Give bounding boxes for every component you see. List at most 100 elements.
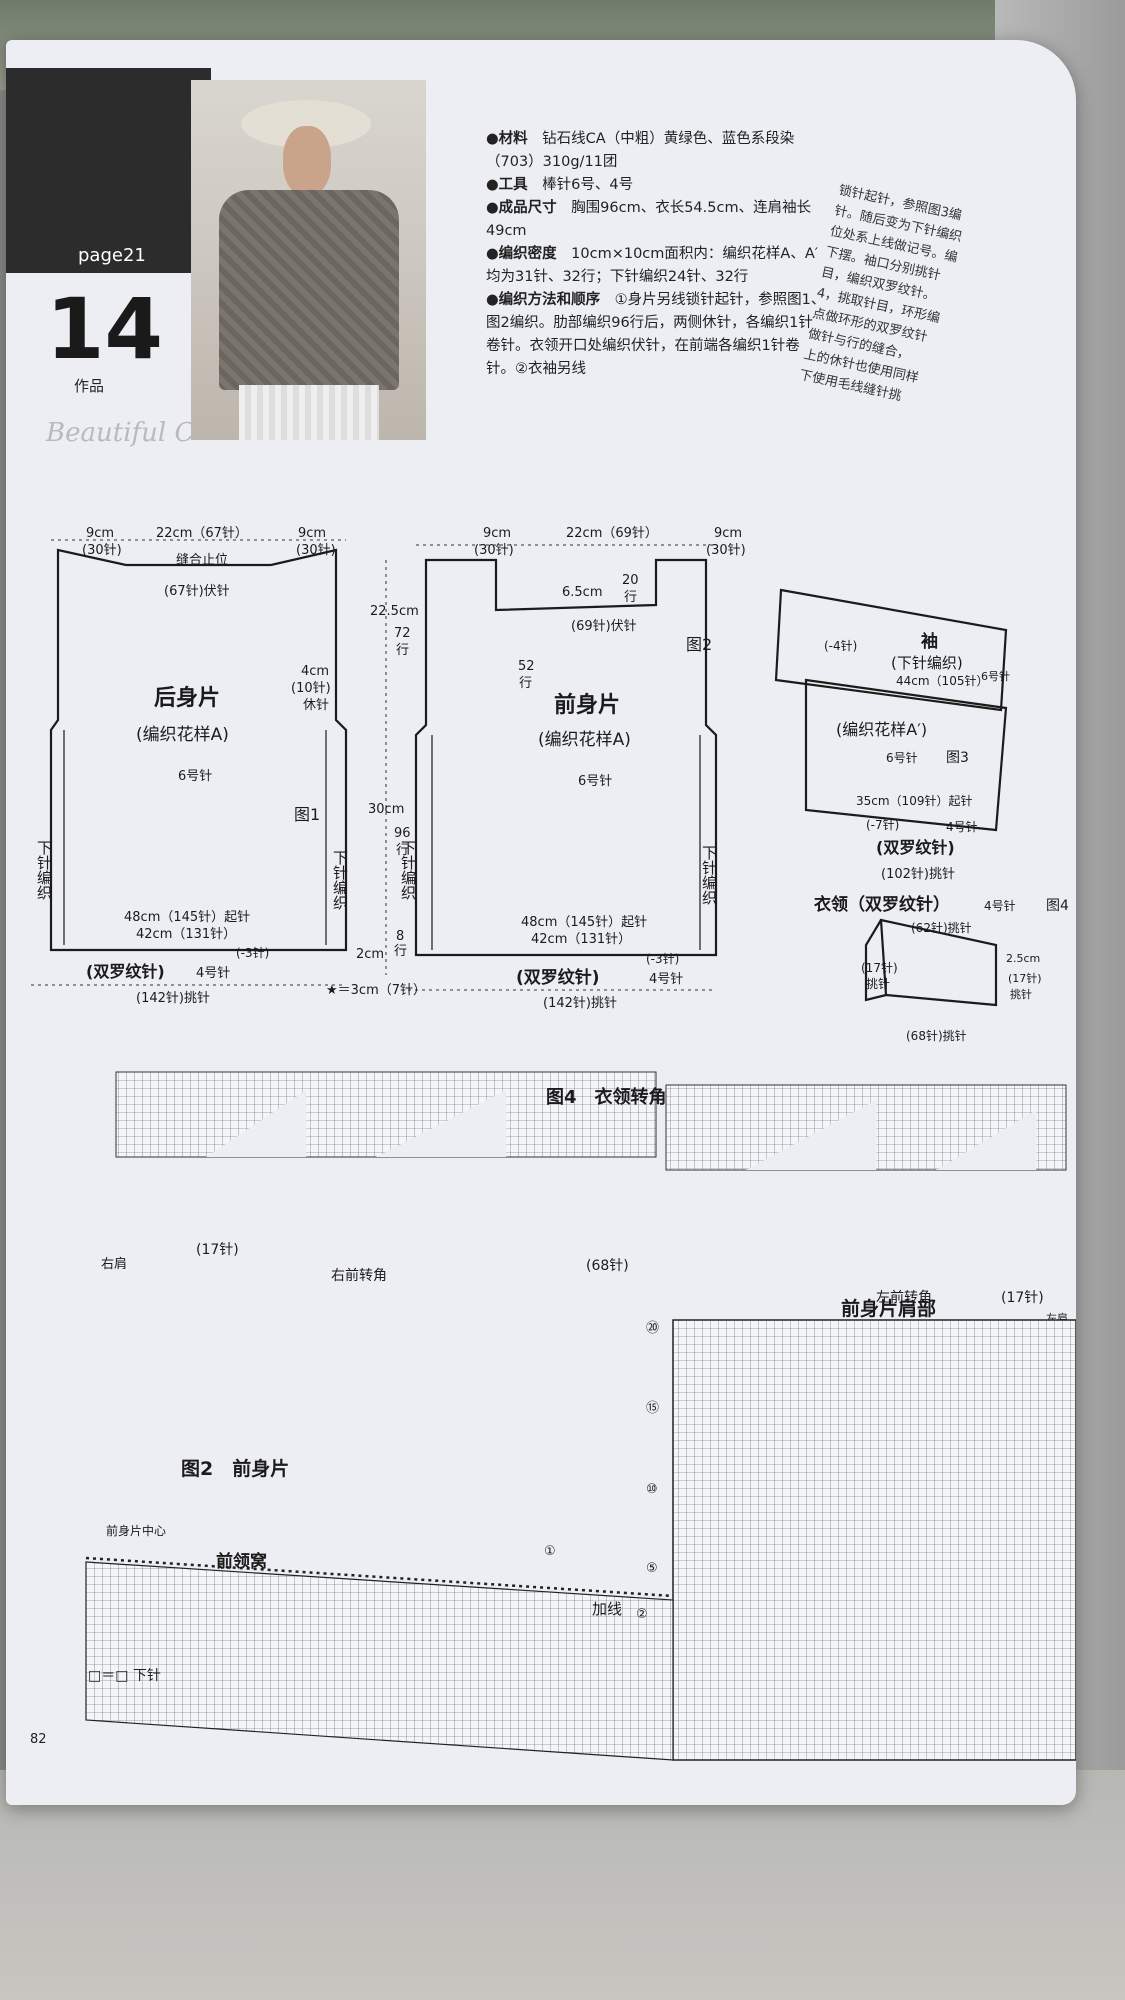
sleeve-top-band bbox=[774, 588, 1008, 712]
legend: □＝□ 下针 bbox=[88, 1668, 161, 1684]
sleeve-pick: (102针)挑针 bbox=[881, 867, 955, 882]
mid-h3: 2cm bbox=[356, 947, 384, 962]
front-neck-grid bbox=[85, 1561, 674, 1761]
front-title: 前身片 bbox=[554, 692, 620, 718]
corner-notch bbox=[746, 1100, 876, 1170]
collar-top: (62针)挑针 bbox=[911, 920, 972, 935]
front-neck-rows: 20 bbox=[622, 573, 639, 588]
front-dim-left: 9cm bbox=[483, 526, 511, 541]
method-label: ●编织方法和顺序 bbox=[486, 292, 601, 308]
row-marker-20: ⑳ bbox=[646, 1321, 659, 1336]
back-title: 后身片 bbox=[154, 685, 220, 711]
front-chart-title: 图2 前身片 bbox=[181, 1457, 289, 1480]
sleeve-row-needle: 6号针 bbox=[981, 669, 1010, 683]
model-photo bbox=[191, 80, 426, 440]
materials-label: ●材料 bbox=[486, 131, 528, 147]
back-bindoff: (67针)伏针 bbox=[164, 584, 230, 599]
sleeve-dec: (-4针) bbox=[824, 638, 857, 653]
corner-st17b: (17针) bbox=[1001, 1290, 1044, 1306]
front-dim-mid: 22cm（69针） bbox=[566, 526, 658, 541]
schematics-svg: 9cm (30针) 22cm（67针） 9cm (30针) 缝合止位 (67针)… bbox=[31, 526, 1076, 1761]
mid-r1: 72 bbox=[394, 626, 411, 641]
back-row42: 42cm（131针） bbox=[136, 927, 236, 942]
front-rows52: 52 bbox=[518, 659, 535, 674]
mid-r2: 96 bbox=[394, 826, 411, 841]
back-rib-lines bbox=[63, 730, 327, 945]
sleeve-w44: 44cm（105针） bbox=[896, 673, 988, 688]
back-dim-left: 9cm bbox=[86, 526, 114, 541]
tools-label: ●工具 bbox=[486, 177, 528, 193]
sleeve-needle4: 4号针 bbox=[946, 819, 978, 834]
front-neck-row-word: 行 bbox=[624, 590, 637, 605]
sleeve-body bbox=[804, 678, 1008, 832]
front-needle: 6号针 bbox=[578, 774, 612, 789]
back-fig: 图1 bbox=[294, 805, 320, 824]
corner-notch bbox=[376, 1090, 506, 1157]
background-blanket bbox=[0, 1770, 1125, 2000]
back-rib-needle: 4号针 bbox=[196, 966, 230, 981]
tools-text: 棒针6号、4号 bbox=[542, 177, 634, 193]
mid-star-note: ★＝3cm（7针） bbox=[326, 983, 426, 998]
corner-chart bbox=[115, 1071, 1067, 1171]
row-marker-2: ② bbox=[636, 1607, 648, 1622]
size-text: 胸围96cm、衣长54.5cm、连肩袖长49cm bbox=[486, 200, 812, 239]
model-head bbox=[283, 126, 331, 196]
front-neck-depth: 6.5cm bbox=[562, 585, 603, 600]
materials-text: 钻石线CA（中粗）黄绿色、蓝色系段染（703）310g/11团 bbox=[486, 131, 795, 170]
page-label: page21 bbox=[78, 245, 146, 266]
front-row42: 42cm（131针） bbox=[531, 932, 631, 947]
front-st-left: (30针) bbox=[474, 543, 514, 558]
front-piece-outline bbox=[414, 558, 718, 957]
header-dark-block bbox=[6, 68, 211, 273]
sleeve-dec7: (-7针) bbox=[866, 817, 899, 832]
mid-r3w: 行 bbox=[394, 944, 407, 959]
collar-title: 衣领（双罗纹针） bbox=[814, 894, 950, 915]
back-dec: (-3针) bbox=[236, 945, 269, 960]
sleeve-subtitle: (下针编织) bbox=[891, 654, 963, 672]
mid-r3: 8 bbox=[396, 929, 404, 944]
corner-st17: (17针) bbox=[196, 1242, 239, 1258]
front-rows52w: 行 bbox=[519, 676, 532, 691]
work-label: 作品 bbox=[74, 377, 105, 395]
sleeve-title: 袖 bbox=[921, 631, 938, 652]
back-dim-mid: 22cm（67针） bbox=[156, 526, 248, 541]
back-side-label-right: 下针编织 bbox=[331, 850, 349, 910]
sleeve-rib: (双罗纹针) bbox=[876, 838, 955, 857]
front-dec: (-3针) bbox=[646, 951, 679, 966]
neckline-dotted bbox=[85, 1556, 674, 1598]
back-pattern: (编织花样A) bbox=[136, 725, 229, 745]
front-rib-needle: 4号针 bbox=[649, 972, 683, 987]
corner-grid-left bbox=[115, 1071, 657, 1158]
instructions-block: ●材料 钻石线CA（中粗）黄绿色、蓝色系段染（703）310g/11团 ●工具 … bbox=[486, 128, 826, 381]
front-bindoff: (69针)伏针 bbox=[571, 619, 637, 634]
row-marker-15: ⑮ bbox=[646, 1401, 659, 1416]
front-chart-shoulder: 前身片肩部 bbox=[841, 1297, 936, 1320]
corner-right-front: 右前转角 bbox=[331, 1267, 387, 1284]
collar-bottom: (68针)挑针 bbox=[906, 1028, 967, 1043]
corner-st68: (68针) bbox=[586, 1258, 629, 1274]
script-watermark: Beautiful C bbox=[46, 418, 195, 448]
corner-notch bbox=[936, 1110, 1036, 1170]
gauge-text: 10cm×10cm面积内：编织花样A、A′均为31针、32行；下针编织24针、3… bbox=[486, 246, 819, 285]
front-side-label-right: 下针编织 bbox=[700, 845, 718, 905]
front-pattern: (编织花样A) bbox=[538, 730, 631, 750]
collar-fig: 图4 bbox=[1046, 898, 1069, 914]
book-page: page21 14 作品 Beautiful C ●材料 钻石线CA（中粗）黄绿… bbox=[6, 40, 1076, 1805]
front-shoulder-grid bbox=[672, 1319, 1076, 1761]
back-seam-stop: 缝合止位 bbox=[176, 553, 228, 568]
sleeve-needle: 6号针 bbox=[886, 750, 918, 765]
row-marker-1: ① bbox=[544, 1544, 556, 1559]
row-marker-10: ⑩ bbox=[646, 1482, 658, 1497]
mid-h1: 22.5cm bbox=[370, 604, 419, 619]
corner-notch bbox=[206, 1090, 306, 1157]
corner-left-front: 左前转角 bbox=[876, 1289, 932, 1306]
front-side-label-left: 下针编织 bbox=[399, 840, 417, 900]
front-pick: (142针)挑针 bbox=[543, 996, 617, 1011]
back-rest: 4cm bbox=[301, 664, 329, 679]
front-rib: (双罗纹针) bbox=[516, 967, 600, 988]
work-number: 14 bbox=[46, 280, 163, 378]
back-needle: 6号针 bbox=[178, 769, 212, 784]
collar-left2: 挑针 bbox=[866, 976, 890, 991]
back-piece-outline bbox=[49, 548, 348, 952]
size-label: ●成品尺寸 bbox=[486, 200, 557, 216]
